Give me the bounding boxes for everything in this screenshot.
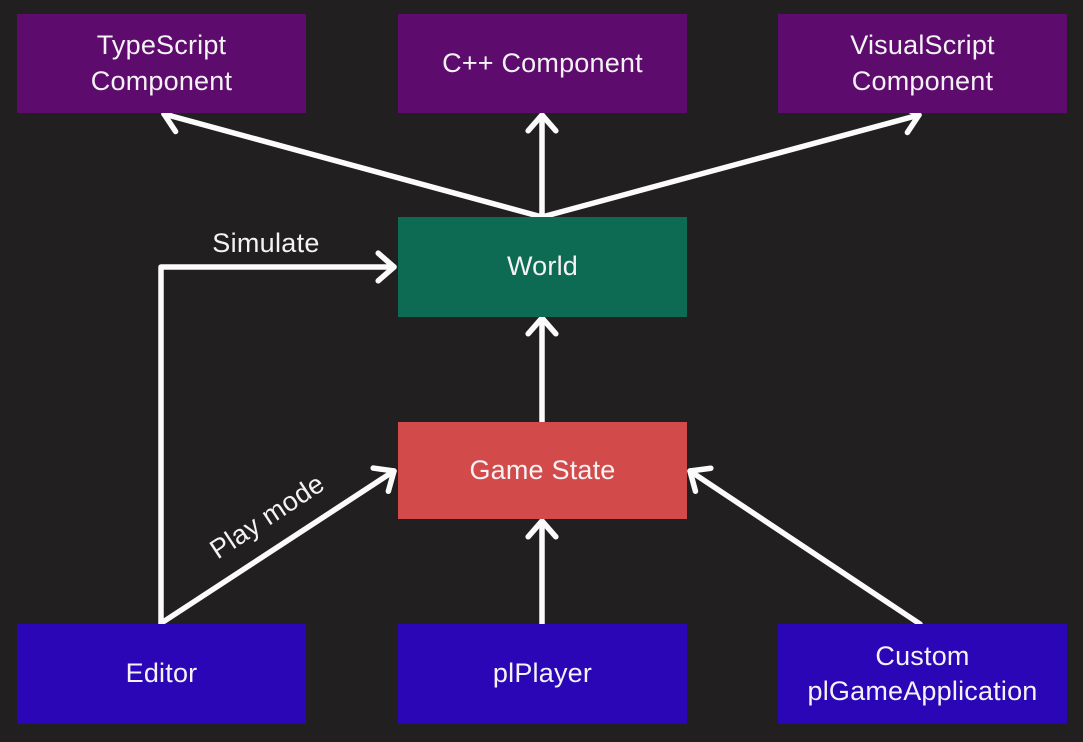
- edge-editor-to-game-state: [160, 468, 397, 625]
- node-world: World: [398, 217, 687, 317]
- node-label-world: World: [506, 251, 579, 282]
- edge-world-to-visualscript-component: [539, 112, 922, 220]
- node-editor: Editor: [17, 624, 306, 724]
- node-label-custom-plgameapplication: Custom plGameApplication: [807, 640, 1038, 706]
- edge-editor-to-world: [158, 264, 397, 627]
- node-plplayer: plPlayer: [398, 624, 687, 724]
- node-label-game-state: Game State: [469, 454, 616, 485]
- node-cpp-component: C++ Component: [398, 14, 687, 113]
- node-label-typescript-component: TypeScript Component: [90, 30, 233, 96]
- node-typescript-component: TypeScript Component: [17, 14, 306, 113]
- node-label-visualscript-component: VisualScript Component: [850, 30, 995, 96]
- node-game-state: Game State: [398, 422, 687, 519]
- edge-world-to-typescript-component: [161, 111, 545, 220]
- node-custom-plgameapplication: Custom plGameApplication: [778, 624, 1067, 724]
- arrowhead-icon: [375, 250, 397, 284]
- edge-label-simulate: Simulate: [212, 228, 319, 258]
- edge-custom-plgameapplication-to-game-state: [687, 468, 923, 627]
- arrowhead-icon: [370, 465, 397, 494]
- arrowhead-icon: [525, 315, 559, 337]
- node-label-plplayer: plPlayer: [492, 658, 593, 689]
- node-visualscript-component: VisualScript Component: [778, 14, 1067, 113]
- arrowhead-icon: [525, 112, 559, 134]
- node-label-editor: Editor: [125, 658, 198, 689]
- arrowhead-icon: [525, 518, 559, 540]
- node-label-cpp-component: C++ Component: [442, 47, 643, 78]
- arrowhead-icon: [687, 465, 714, 495]
- edge-label-play-mode: Play mode: [204, 468, 329, 565]
